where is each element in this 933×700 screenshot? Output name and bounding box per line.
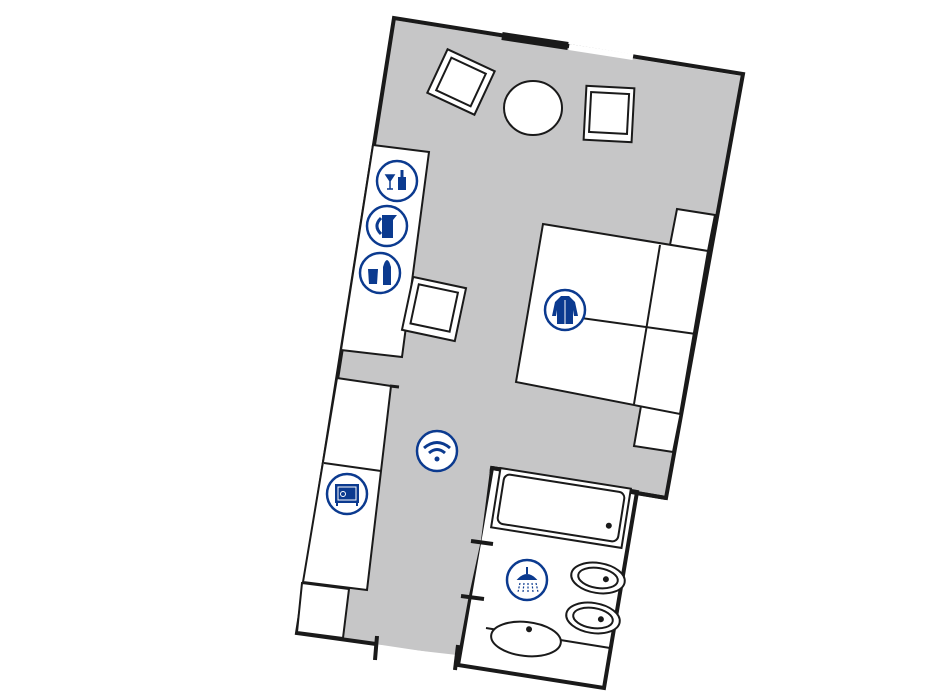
wall-stub <box>389 384 400 389</box>
minibar-icon <box>375 159 419 203</box>
window <box>501 32 569 50</box>
double-bed <box>514 222 710 416</box>
bed-pillow-line <box>633 244 661 405</box>
sink <box>490 620 562 658</box>
wifi-icon <box>415 429 459 473</box>
corner-cabinet <box>295 581 351 640</box>
armchair <box>582 84 636 144</box>
window <box>568 44 634 60</box>
bathtub <box>489 466 633 550</box>
shower-icon <box>505 558 549 602</box>
kettle-icon <box>365 204 409 248</box>
bathrobe-icon <box>543 288 587 332</box>
wardrobe-divider <box>323 462 382 472</box>
door-jamb <box>453 644 460 671</box>
bidet <box>565 601 621 635</box>
door-jamb <box>373 635 379 661</box>
safe-icon <box>325 472 369 516</box>
toilet <box>570 561 626 595</box>
door-jamb <box>470 539 494 546</box>
round-table <box>503 80 563 136</box>
water-icon <box>358 251 402 295</box>
armchair <box>425 47 497 117</box>
armchair <box>400 275 468 343</box>
entrance-threshold <box>377 644 459 660</box>
door-jamb <box>460 594 485 601</box>
bathroom-passage <box>458 470 490 655</box>
